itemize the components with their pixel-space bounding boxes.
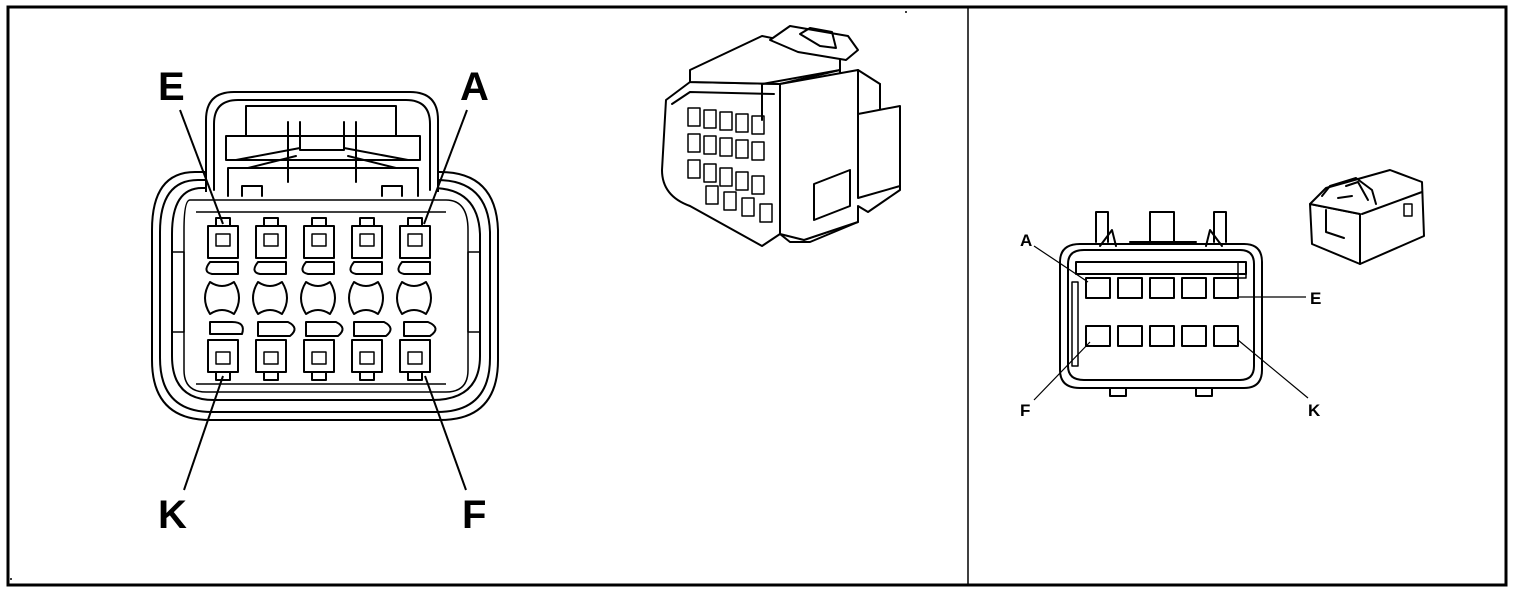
pin-label-e: E — [158, 65, 185, 109]
connector-isometric-view — [661, 25, 901, 247]
mating-connector-isometric-view — [1309, 169, 1425, 265]
outer-frame — [6, 5, 1508, 587]
mating-connector-face: A E F K — [1020, 211, 1321, 420]
pin-label-f-right: F — [1020, 401, 1030, 420]
pin-label-e-right: E — [1310, 289, 1321, 308]
leader-line-a — [423, 109, 468, 225]
pin-label-f: F — [462, 493, 486, 537]
pin-label-a: A — [460, 65, 489, 109]
left-connector-face: E A K F — [151, 65, 499, 537]
pin-label-k-right: K — [1308, 401, 1321, 420]
leader-line-k-right — [1237, 339, 1309, 399]
cavity-row-top — [196, 211, 446, 275]
pin-label-a-right: A — [1020, 231, 1032, 250]
stray-dot-top — [905, 11, 907, 13]
leader-line-k — [183, 375, 224, 491]
leader-line-f-right — [1033, 341, 1091, 401]
pin-label-k: K — [158, 493, 187, 537]
lock-row-middle — [204, 281, 432, 315]
stray-dot-bottom — [10, 578, 12, 580]
cavity-row-bottom — [196, 321, 446, 385]
leader-line-e — [179, 109, 224, 225]
leader-line-a-right — [1033, 245, 1089, 283]
leader-line-f — [424, 375, 467, 491]
